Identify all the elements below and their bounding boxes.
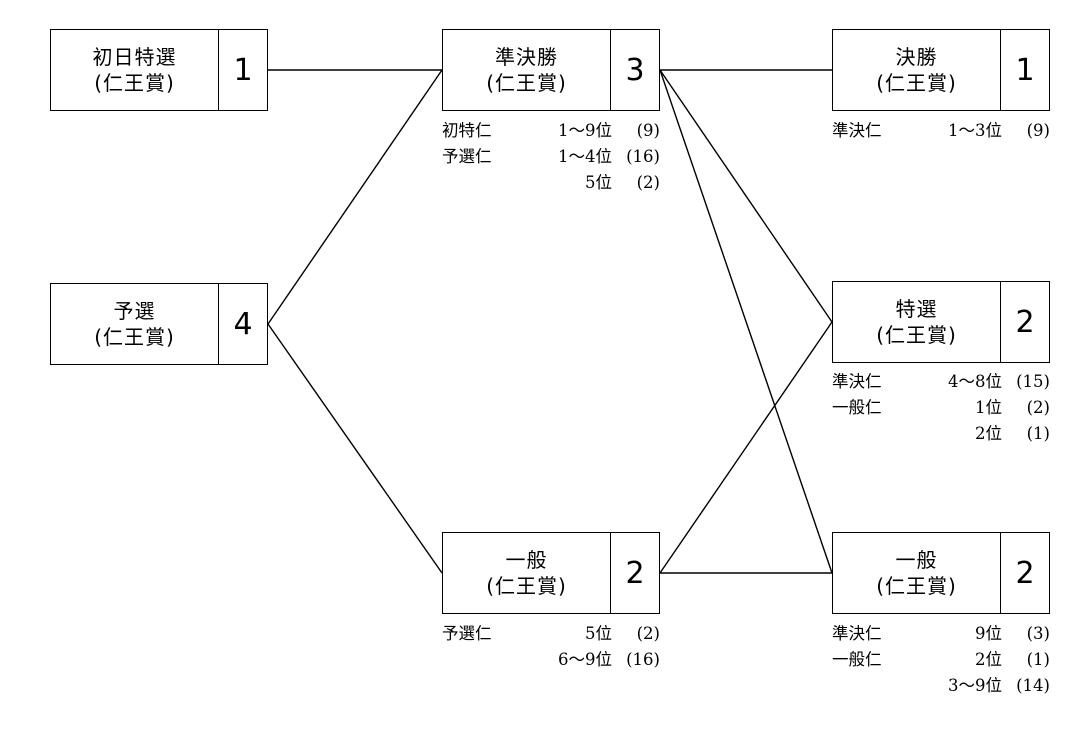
qualification-row: 予選仁 1～4位 (16): [442, 144, 660, 170]
qualification-rank: 1位: [975, 398, 1002, 417]
qualification-source: [832, 673, 916, 699]
node-race-count: 4: [233, 306, 253, 342]
special-qualification-list: 準決仁 4～8位 (15) 一般仁 1位 (2) 2位 (1): [832, 369, 1050, 447]
node-final: 決勝 (仁王賞) 1: [832, 29, 1050, 111]
qualification-source: 準決仁: [832, 121, 882, 140]
qualification-count: (2): [1026, 398, 1050, 417]
general-mid-qualification-list: 予選仁 5位 (2) 6～9位 (16): [442, 621, 660, 673]
qualification-rank: 2位: [975, 424, 1002, 443]
node-label: 一般 (仁王賞): [443, 533, 611, 613]
qualification-count: (3): [1026, 624, 1050, 643]
node-qualifier: 予選 (仁王賞) 4: [50, 283, 268, 365]
qualification-count: (9): [636, 121, 660, 140]
qualification-count: (1): [1026, 650, 1050, 669]
qualification-rank: 9位: [975, 624, 1002, 643]
qualification-rank: 1～9位: [558, 121, 612, 140]
node-title: 一般: [895, 548, 938, 572]
node-race-count: 2: [1015, 304, 1035, 340]
qualification-row: 初特仁 1～9位 (9): [442, 118, 660, 144]
node-title: 初日特選: [92, 45, 177, 69]
qualification-count: (14): [1016, 676, 1050, 695]
connector-qualifier-to-general: [267, 323, 443, 574]
node-subtitle: (仁王賞): [94, 71, 175, 95]
connector-general-to-special: [659, 321, 833, 574]
qualification-row: 準決仁 9位 (3): [832, 621, 1050, 647]
qualification-source: 一般仁: [832, 398, 882, 417]
qualification-rank: 1～4位: [558, 147, 612, 166]
qualification-row: 2位 (1): [832, 421, 1050, 447]
node-subtitle: (仁王賞): [876, 323, 957, 347]
node-general-end: 一般 (仁王賞) 2: [832, 532, 1050, 614]
node-title: 予選: [113, 299, 156, 323]
qualification-count: (1): [1026, 424, 1050, 443]
node-label: 一般 (仁王賞): [833, 533, 1001, 613]
qualification-source: 予選仁: [442, 624, 492, 643]
qualification-rank: 1～3位: [948, 121, 1002, 140]
node-subtitle: (仁王賞): [94, 325, 175, 349]
qualification-count: (2): [636, 624, 660, 643]
qualification-rank: 5位: [585, 624, 612, 643]
node-label: 初日特選 (仁王賞): [51, 30, 219, 110]
qualification-row: 予選仁 5位 (2): [442, 621, 660, 647]
node-subtitle: (仁王賞): [876, 574, 957, 598]
node-race-count: 1: [233, 52, 253, 88]
semifinal-qualification-list: 初特仁 1～9位 (9) 予選仁 1～4位 (16) 5位 (2): [442, 118, 660, 196]
qualification-rank: 3～9位: [948, 676, 1002, 695]
node-race-count: 1: [1015, 52, 1035, 88]
node-race-count: 2: [1015, 555, 1035, 591]
qualification-source: 準決仁: [832, 624, 882, 643]
node-special: 特選 (仁王賞) 2: [832, 281, 1050, 363]
node-subtitle: (仁王賞): [486, 574, 567, 598]
qualification-rank: 6～9位: [558, 650, 612, 669]
node-subtitle: (仁王賞): [486, 71, 567, 95]
node-title: 特選: [895, 297, 938, 321]
node-label: 準決勝 (仁王賞): [443, 30, 611, 110]
node-title: 一般: [505, 548, 548, 572]
qualification-source: [832, 421, 916, 447]
node-semifinal: 準決勝 (仁王賞) 3: [442, 29, 660, 111]
qualification-count: (2): [636, 173, 660, 192]
connector-semifinal-to-special: [659, 69, 833, 323]
qualification-source: [442, 170, 526, 196]
qualification-row: 3～9位 (14): [832, 673, 1050, 699]
node-title: 準決勝: [495, 45, 558, 69]
qualification-count: (16): [626, 650, 660, 669]
node-first-day-special: 初日特選 (仁王賞) 1: [50, 29, 268, 111]
node-label: 予選 (仁王賞): [51, 284, 219, 364]
qualification-count: (16): [626, 147, 660, 166]
qualification-row: 一般仁 2位 (1): [832, 647, 1050, 673]
qualification-row: 一般仁 1位 (2): [832, 395, 1050, 421]
qualification-row: 5位 (2): [442, 170, 660, 196]
qualification-rank: 2位: [975, 650, 1002, 669]
connector-semifinal-to-general-end: [659, 69, 833, 574]
node-subtitle: (仁王賞): [876, 71, 957, 95]
qualification-row: 6～9位 (16): [442, 647, 660, 673]
general-end-qualification-list: 準決仁 9位 (3) 一般仁 2位 (1) 3～9位 (14): [832, 621, 1050, 699]
node-general-mid: 一般 (仁王賞) 2: [442, 532, 660, 614]
qualification-rank: 4～8位: [948, 372, 1002, 391]
connector-qualifier-to-semifinal: [267, 69, 443, 325]
qualification-source: 準決仁: [832, 372, 882, 391]
qualification-source: 一般仁: [832, 650, 882, 669]
qualification-count: (9): [1026, 121, 1050, 140]
node-race-count: 2: [625, 555, 645, 591]
node-race-count: 3: [625, 52, 645, 88]
qualification-source: 予選仁: [442, 147, 492, 166]
qualification-rank: 5位: [585, 173, 612, 192]
node-title: 決勝: [895, 45, 938, 69]
final-qualification-list: 準決仁 1～3位 (9): [832, 118, 1050, 144]
qualification-count: (15): [1016, 372, 1050, 391]
qualification-row: 準決仁 1～3位 (9): [832, 118, 1050, 144]
qualification-row: 準決仁 4～8位 (15): [832, 369, 1050, 395]
node-label: 決勝 (仁王賞): [833, 30, 1001, 110]
qualification-source: [442, 647, 526, 673]
qualification-source: 初特仁: [442, 121, 492, 140]
node-label: 特選 (仁王賞): [833, 282, 1001, 362]
